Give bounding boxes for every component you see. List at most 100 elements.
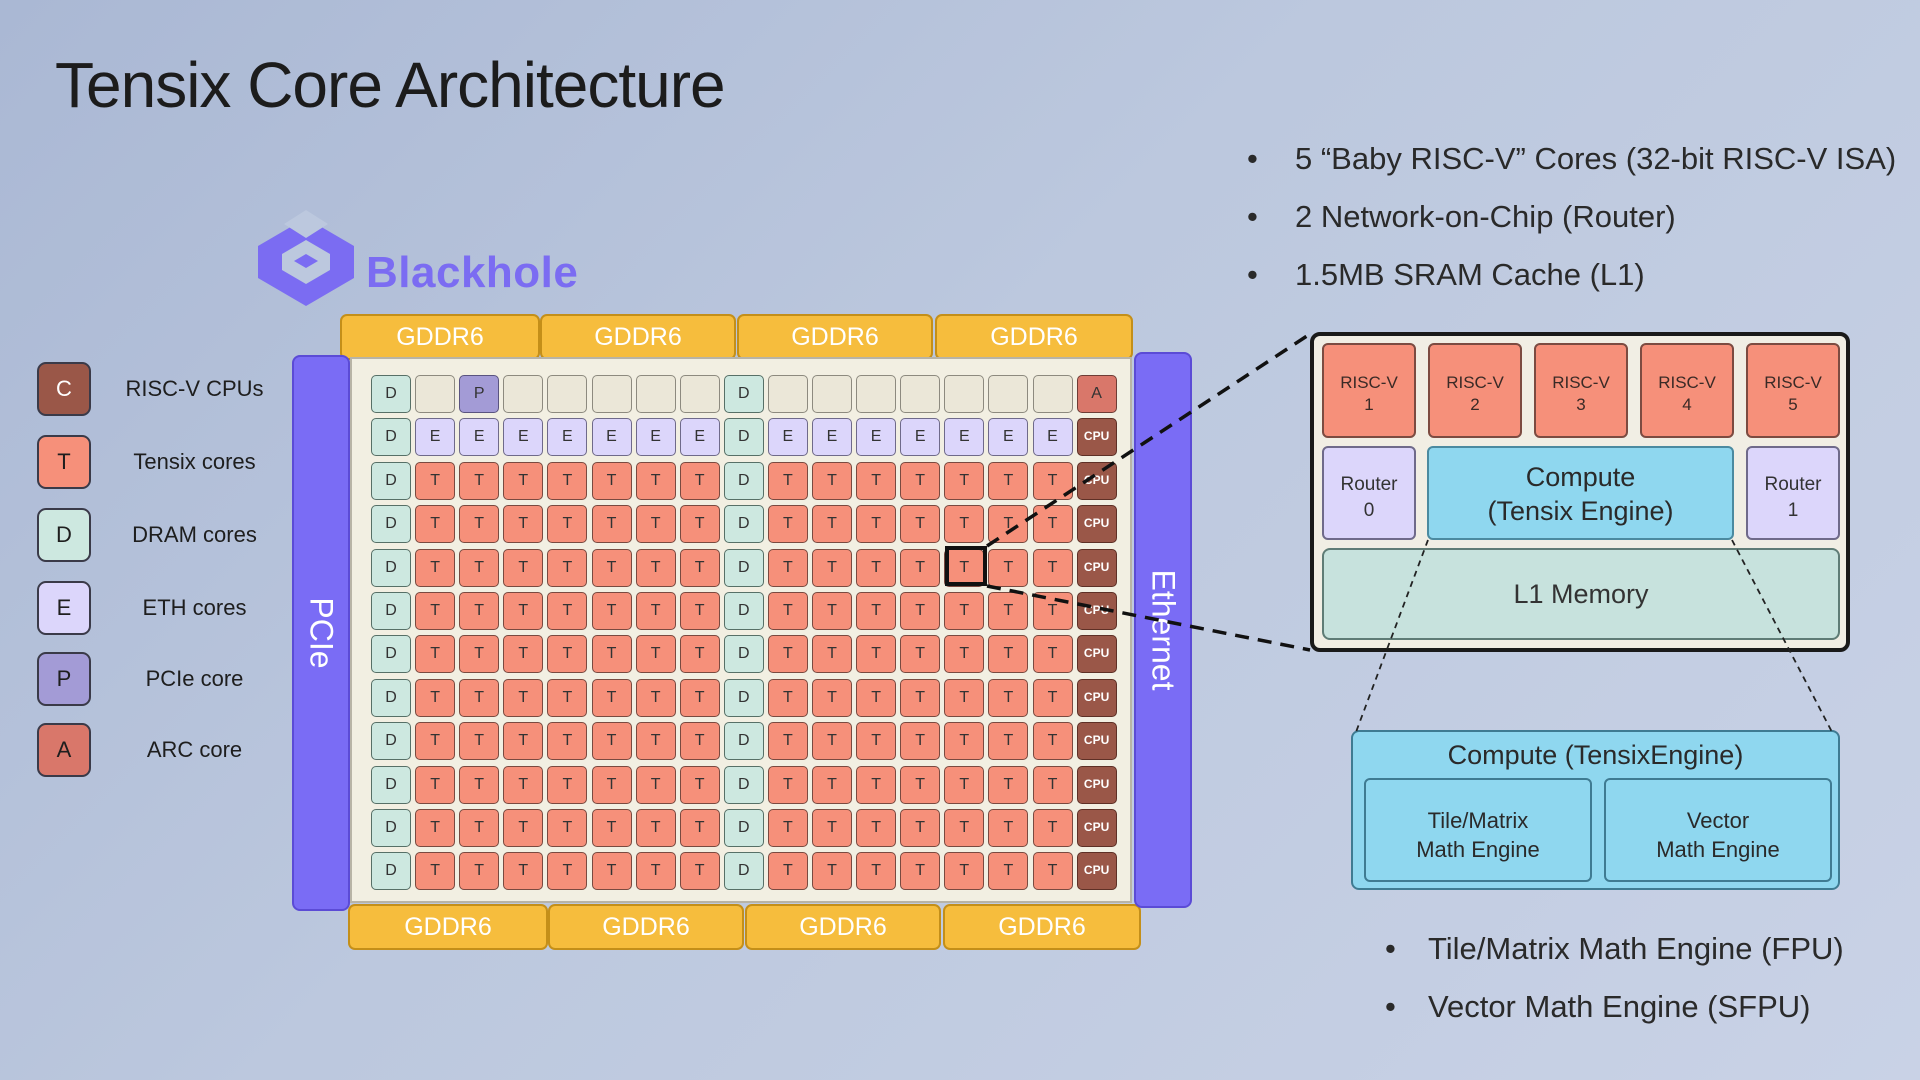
tensix-core: T xyxy=(415,722,456,761)
dram-core: D xyxy=(723,852,764,891)
legend-swatch: E xyxy=(37,581,91,635)
eth-core: E xyxy=(415,418,456,457)
router-name: Router xyxy=(1764,474,1822,495)
compute-engine-block: Compute(Tensix Engine) xyxy=(1427,446,1734,540)
tensix-core: T xyxy=(856,505,897,544)
tensix-core: T xyxy=(900,548,941,587)
riscv-num: 1 xyxy=(1364,395,1374,414)
empty-tile xyxy=(635,375,676,413)
legend-swatch: P xyxy=(37,652,91,706)
empty-tile xyxy=(503,375,544,413)
riscv-name: RISC-V xyxy=(1446,373,1504,392)
tensix-core: T xyxy=(459,852,500,891)
dram-core: D xyxy=(723,548,764,587)
dram-core: D xyxy=(371,722,411,761)
tensix-core: T xyxy=(459,809,500,847)
dram-core: D xyxy=(371,418,411,457)
tensix-core: T xyxy=(635,548,676,587)
legend-item-pcie: P PCIe core xyxy=(37,652,297,710)
eth-core: E xyxy=(856,418,897,457)
tensix-core: T xyxy=(591,809,632,847)
tensix-core: T xyxy=(635,592,676,630)
tensix-core: T xyxy=(988,505,1029,544)
tensix-core: T xyxy=(900,722,941,761)
tensix-core: T xyxy=(856,548,897,587)
tensix-core: T xyxy=(767,505,808,544)
legend-item-eth: E ETH cores xyxy=(37,581,297,639)
riscv-cpu-core: CPU xyxy=(1076,418,1117,457)
legend-item-arc: A ARC core xyxy=(37,723,297,781)
tensix-core: T xyxy=(944,678,985,717)
legend-label: RISC-V CPUs xyxy=(125,376,264,401)
empty-tile xyxy=(856,375,897,413)
ethernet-bar: Ethernet xyxy=(1134,352,1192,908)
tensix-core: T xyxy=(988,635,1029,674)
tensix-core: T xyxy=(547,809,588,847)
tensix-core: T xyxy=(547,461,588,500)
legend-item-dram: D DRAM cores xyxy=(37,508,297,566)
eth-core: E xyxy=(503,418,544,457)
empty-tile xyxy=(900,375,941,413)
tensix-core: T xyxy=(415,461,456,500)
empty-tile xyxy=(1032,375,1073,413)
tensix-core: T xyxy=(459,592,500,630)
router-name: Router xyxy=(1340,474,1398,495)
dram-core: D xyxy=(723,635,764,674)
tensix-core: T xyxy=(635,678,676,717)
riscv-cpu-core: CPU xyxy=(1076,635,1117,674)
tensix-core: T xyxy=(503,592,544,630)
gddr6-block: GDDR6 xyxy=(348,904,548,950)
tensix-core: T xyxy=(944,852,985,891)
tensix-core: T xyxy=(856,461,897,500)
tensix-core: T xyxy=(635,722,676,761)
tensix-core: T xyxy=(679,852,720,891)
dram-core: D xyxy=(371,461,411,500)
tensix-core: T xyxy=(591,635,632,674)
tensix-core: T xyxy=(415,678,456,717)
tensix-core: T xyxy=(591,548,632,587)
tensix-core: T xyxy=(415,592,456,630)
tensix-core: T xyxy=(812,678,852,717)
empty-tile xyxy=(988,375,1029,413)
dram-core: D xyxy=(723,809,764,847)
zoom-line-bottom xyxy=(986,584,1311,652)
tensix-core: T xyxy=(988,548,1029,587)
tensix-core: T xyxy=(900,765,941,804)
vector-line1: Vector xyxy=(1686,808,1750,833)
tensix-core: T xyxy=(635,461,676,500)
tensix-core: T xyxy=(503,765,544,804)
tensix-core: T xyxy=(459,461,500,500)
tensix-core: T xyxy=(503,635,544,674)
bullet-fpu: Tile/Matrix Math Engine (FPU) xyxy=(1383,920,1844,978)
tensix-core: T xyxy=(679,722,720,761)
compute-engine-detail-title: Compute (TensixEngine) xyxy=(1447,740,1744,770)
riscv-num: 2 xyxy=(1470,395,1480,414)
tensix-core: T xyxy=(679,809,720,847)
tensix-core: T xyxy=(1032,852,1073,891)
eth-core: E xyxy=(679,418,720,457)
dram-core: D xyxy=(371,635,411,674)
tensix-core: T xyxy=(591,722,632,761)
tensix-core: T xyxy=(812,722,852,761)
tensix-core: T xyxy=(415,765,456,804)
tensix-core: T xyxy=(459,678,500,717)
dram-core: D xyxy=(723,505,764,544)
legend-label: ARC core xyxy=(146,737,243,762)
tensix-core: T xyxy=(591,461,632,500)
tensix-core: T xyxy=(547,765,588,804)
eth-core: E xyxy=(459,418,500,457)
tensix-core: T xyxy=(944,505,985,544)
tensix-core: T xyxy=(635,635,676,674)
pcie-core: P xyxy=(459,375,500,413)
tensix-core: T xyxy=(547,548,588,587)
tensix-core: T xyxy=(900,852,941,891)
eth-core: E xyxy=(812,418,852,457)
eth-core: E xyxy=(1032,418,1073,457)
riscv-cpu-core: CPU xyxy=(1076,548,1117,587)
bullet-sram: 1.5MB SRAM Cache (L1) xyxy=(1245,246,1896,304)
tensix-core: T xyxy=(415,548,456,587)
